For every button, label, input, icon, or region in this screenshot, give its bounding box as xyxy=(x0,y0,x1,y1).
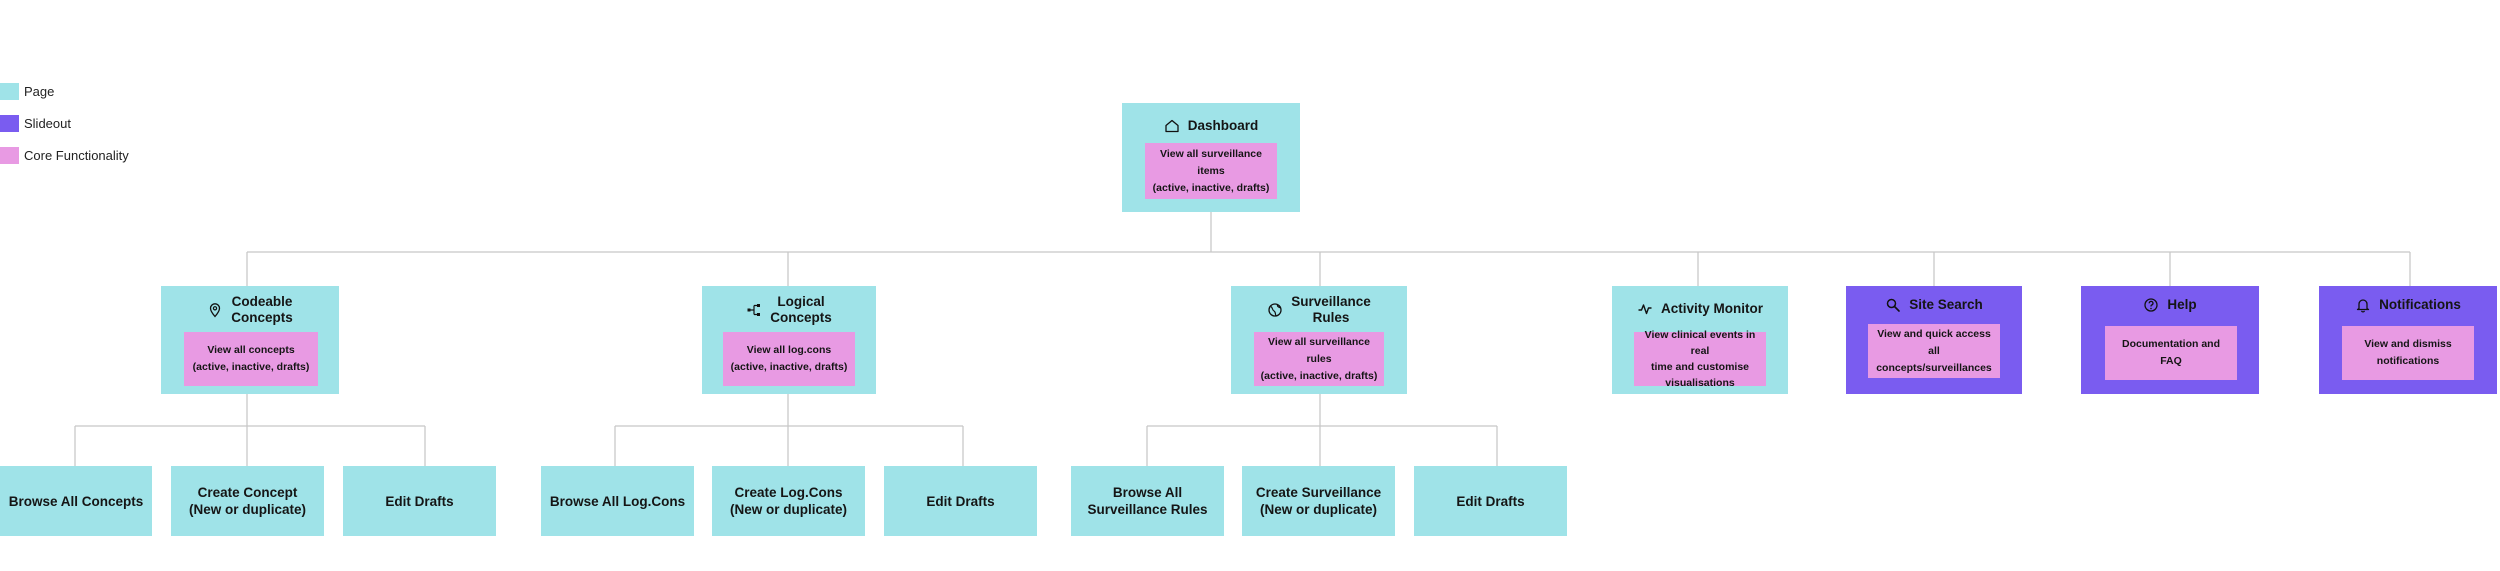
create-surveillance-node[interactable]: Create Surveillance (New or duplicate) xyxy=(1242,466,1395,536)
site-search-core: View and quick access all concepts/surve… xyxy=(1868,324,2000,378)
logical-concepts-title-line2: Concepts xyxy=(770,310,832,325)
help-node[interactable]: Help Documentation and FAQ xyxy=(2081,286,2259,394)
leaf-line1: Browse All Log.Cons xyxy=(549,493,686,509)
leaf-line1: Create Surveillance xyxy=(1255,485,1382,500)
leaf-line1: Create Log.Cons xyxy=(734,485,843,500)
notifications-title-text: Notifications xyxy=(2379,297,2461,312)
search-icon xyxy=(1885,297,1901,313)
globe-icon xyxy=(1267,302,1283,318)
activity-core-line1: View clinical events in real xyxy=(1644,329,1756,357)
notifications-title: Notifications xyxy=(2319,295,2497,315)
site-search-title: Site Search xyxy=(1846,295,2022,315)
bell-icon xyxy=(2355,297,2371,313)
search-core-line1: View and quick access all xyxy=(1877,327,1991,357)
activity-core-line3: visualisations xyxy=(1665,377,1735,389)
activity-monitor-title: Activity Monitor xyxy=(1612,299,1788,319)
legend-slideout: Slideout xyxy=(0,115,71,132)
codeable-concepts-core: View all concepts (active, inactive, dra… xyxy=(184,332,318,386)
codeable-core-line1: View all concepts xyxy=(207,344,295,356)
notifications-node[interactable]: Notifications View and dismiss notificat… xyxy=(2319,286,2497,394)
leaf-line1: Browse All Concepts xyxy=(8,493,144,509)
help-core-line1: Documentation and FAQ xyxy=(2121,338,2220,367)
site-search-title-text: Site Search xyxy=(1909,297,1983,312)
activity-core-line2: time and customise xyxy=(1650,361,1750,373)
legend-core-swatch xyxy=(0,147,19,164)
location-pin-icon xyxy=(207,302,223,318)
logical-concepts-title-line1: Logical xyxy=(777,294,825,309)
leaf-line1: Edit Drafts xyxy=(385,493,454,509)
codeable-concepts-title-line2: Concepts xyxy=(231,310,293,325)
surveillance-rules-core: View all surveillance rules (active, ina… xyxy=(1254,332,1384,386)
logical-concepts-node[interactable]: Logical Concepts View all log.cons (acti… xyxy=(702,286,876,394)
codeable-core-line2: (active, inactive, drafts) xyxy=(192,361,310,373)
dashboard-core-line1: View all surveillance items xyxy=(1160,147,1262,177)
surveillance-rules-title-line1: Surveillance xyxy=(1291,294,1371,309)
create-concept-node[interactable]: Create Concept (New or duplicate) xyxy=(171,466,324,536)
logical-concepts-title: Logical Concepts xyxy=(702,293,876,327)
legend-page-label: Page xyxy=(24,84,55,99)
rules-core-line1: View all surveillance rules xyxy=(1268,335,1370,365)
leaf-line2: (New or duplicate) xyxy=(1259,502,1377,517)
search-core-line2: concepts/surveillances xyxy=(1876,361,1992,374)
logical-core-line2: (active, inactive, drafts) xyxy=(730,361,848,373)
activity-monitor-title-text: Activity Monitor xyxy=(1660,301,1763,316)
leaf-line1: Edit Drafts xyxy=(926,493,995,509)
browse-all-surveillance-rules-node[interactable]: Browse All Surveillance Rules xyxy=(1071,466,1224,536)
leaf-line1: Create Concept xyxy=(197,485,298,500)
notifications-core-line2: notifications xyxy=(2376,355,2440,367)
help-title-text: Help xyxy=(2167,297,2197,312)
rules-core-line2: (active, inactive, drafts) xyxy=(1260,369,1378,382)
logical-concepts-core: View all log.cons (active, inactive, dra… xyxy=(723,332,855,386)
codeable-concepts-title-line1: Codeable xyxy=(231,294,293,309)
legend-core-label: Core Functionality xyxy=(24,148,129,163)
dashboard-core: View all surveillance items (active, ina… xyxy=(1145,143,1277,199)
browse-all-concepts-node[interactable]: Browse All Concepts xyxy=(0,466,152,536)
browse-all-logcons-node[interactable]: Browse All Log.Cons xyxy=(541,466,694,536)
help-icon xyxy=(2143,297,2159,313)
create-logcons-node[interactable]: Create Log.Cons (New or duplicate) xyxy=(712,466,865,536)
surveillance-rules-title-line2: Rules xyxy=(1312,310,1350,325)
leaf-line2: (New or duplicate) xyxy=(188,502,306,517)
codeable-concepts-title: Codeable Concepts xyxy=(161,293,339,327)
logical-edit-drafts-node[interactable]: Edit Drafts xyxy=(884,466,1037,536)
codeable-edit-drafts-node[interactable]: Edit Drafts xyxy=(343,466,496,536)
legend-slideout-swatch xyxy=(0,115,19,132)
legend-slideout-label: Slideout xyxy=(24,116,71,131)
rules-edit-drafts-node[interactable]: Edit Drafts xyxy=(1414,466,1567,536)
activity-monitor-core: View clinical events in real time and cu… xyxy=(1634,329,1766,389)
legend-core: Core Functionality xyxy=(0,147,129,164)
leaf-line1: Edit Drafts xyxy=(1456,493,1525,509)
help-title: Help xyxy=(2081,295,2259,315)
dashboard-title: Dashboard xyxy=(1122,117,1300,135)
surveillance-rules-title: Surveillance Rules xyxy=(1231,293,1407,327)
surveillance-rules-node[interactable]: Surveillance Rules View all surveillance… xyxy=(1231,286,1407,394)
dashboard-node[interactable]: Dashboard View all surveillance items (a… xyxy=(1122,103,1300,212)
site-search-node[interactable]: Site Search View and quick access all co… xyxy=(1846,286,2022,394)
flow-icon xyxy=(746,302,762,318)
legend-page: Page xyxy=(0,83,54,100)
help-core: Documentation and FAQ xyxy=(2105,326,2237,380)
notifications-core-line1: View and dismiss xyxy=(2364,338,2452,350)
leaf-line1: Browse All xyxy=(1112,485,1183,500)
codeable-concepts-node[interactable]: Codeable Concepts View all concepts (act… xyxy=(161,286,339,394)
dashboard-title-text: Dashboard xyxy=(1187,118,1259,133)
dashboard-core-line2: (active, inactive, drafts) xyxy=(1152,181,1270,194)
activity-monitor-node[interactable]: Activity Monitor View clinical events in… xyxy=(1612,286,1788,394)
leaf-line2: Surveillance Rules xyxy=(1087,502,1208,517)
notifications-core: View and dismiss notifications xyxy=(2342,326,2474,380)
legend-page-swatch xyxy=(0,83,19,100)
logical-core-line1: View all log.cons xyxy=(746,344,832,356)
leaf-line2: (New or duplicate) xyxy=(729,502,847,517)
home-icon xyxy=(1164,118,1180,134)
activity-icon xyxy=(1637,301,1653,317)
